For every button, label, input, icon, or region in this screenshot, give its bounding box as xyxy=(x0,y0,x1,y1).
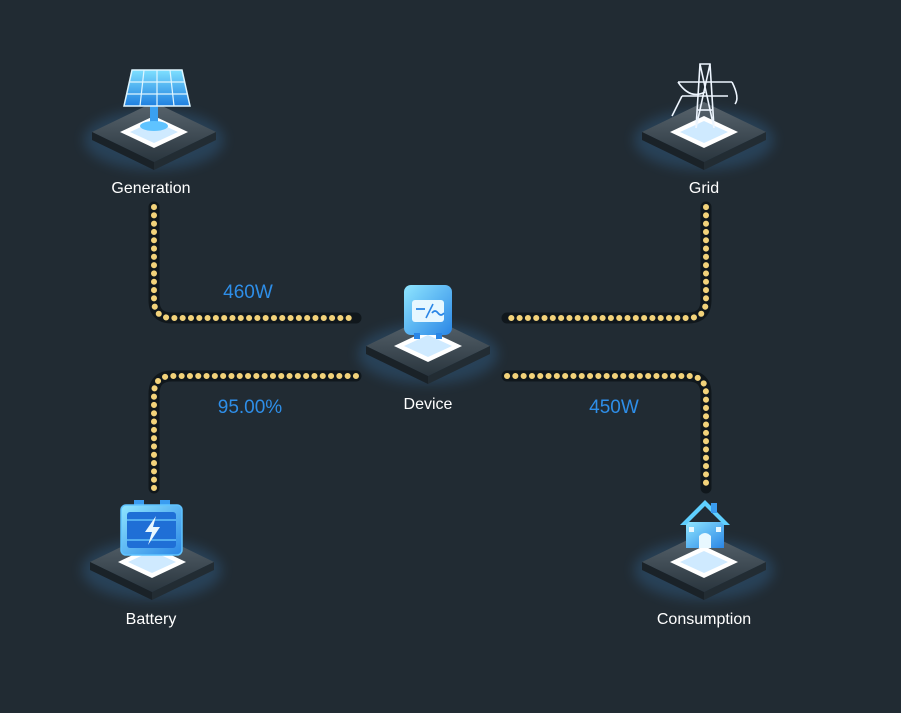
generation-label: Generation xyxy=(111,180,191,197)
house-icon xyxy=(680,500,730,548)
grid-label: Grid xyxy=(688,180,720,197)
grid-node[interactable] xyxy=(634,63,774,170)
battery-label: Battery xyxy=(125,611,177,628)
flow-line-consumption xyxy=(501,370,712,494)
power-tower-icon xyxy=(671,63,738,129)
device-label: Device xyxy=(403,396,453,413)
device-node[interactable] xyxy=(358,285,498,384)
inverter-icon xyxy=(404,285,452,339)
consumption-power-value: 450W xyxy=(589,397,639,418)
flow-line-battery xyxy=(148,370,362,494)
generation-node[interactable] xyxy=(84,69,224,170)
battery-icon xyxy=(120,500,183,556)
solar-panel-icon xyxy=(123,69,191,131)
consumption-label: Consumption xyxy=(656,611,752,628)
consumption-node[interactable] xyxy=(634,500,774,600)
generation-power-value: 460W xyxy=(223,282,273,303)
flow-line-grid xyxy=(501,201,712,324)
battery-node[interactable] xyxy=(82,500,222,600)
flow-lines xyxy=(148,201,712,494)
battery-level-value: 95.00% xyxy=(217,397,283,418)
